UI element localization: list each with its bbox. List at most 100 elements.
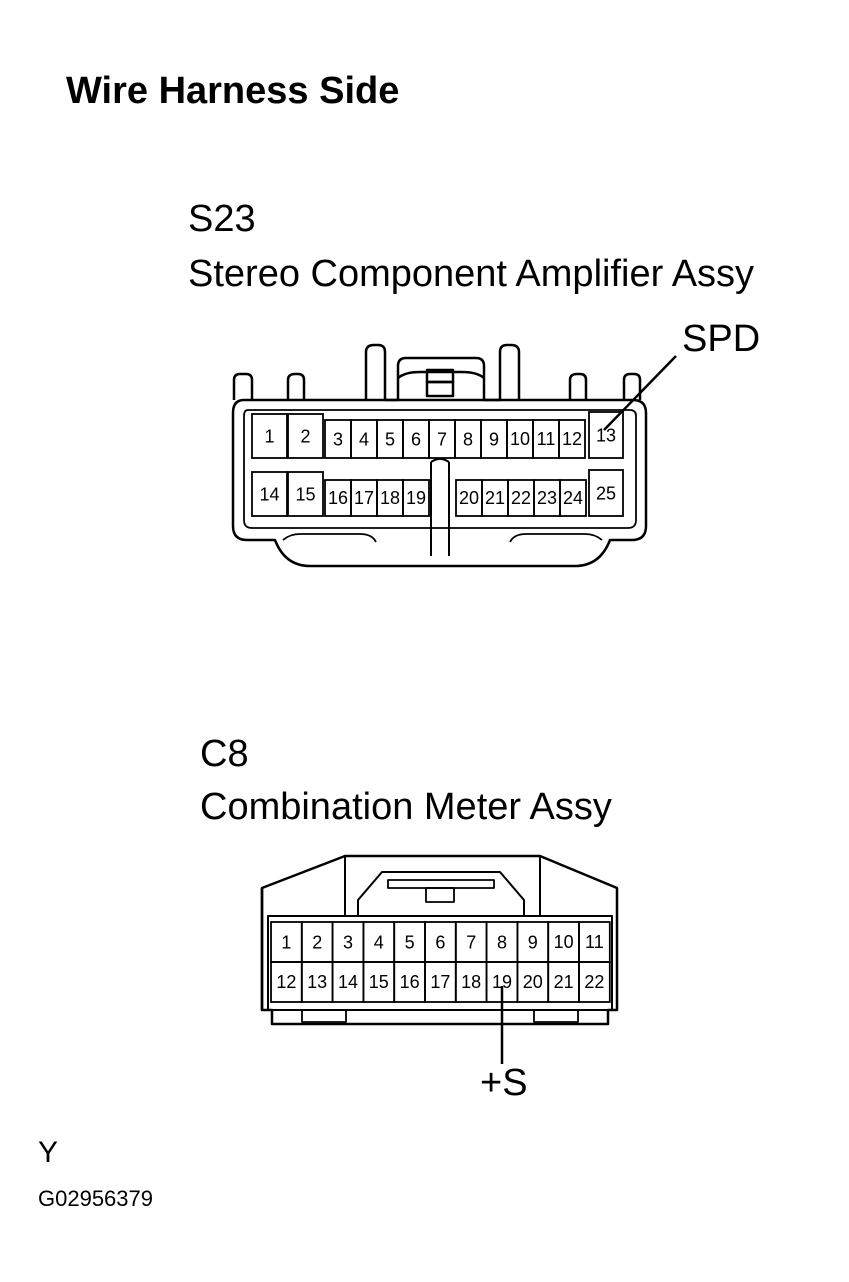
connector-s23-code: S23 (188, 198, 256, 240)
pin-c8-3: 3 (331, 921, 365, 963)
svg-text:3: 3 (333, 429, 343, 449)
pin-s23-17: 17 (350, 479, 378, 517)
callout-spd-leader (603, 355, 677, 431)
svg-text:6: 6 (411, 429, 421, 449)
pin-c8-9: 9 (516, 921, 550, 963)
svg-text:8: 8 (497, 932, 507, 952)
svg-text:10: 10 (554, 932, 574, 952)
svg-text:9: 9 (528, 932, 538, 952)
svg-text:24: 24 (563, 488, 583, 508)
svg-text:2: 2 (300, 426, 310, 446)
pin-s23-21: 21 (481, 479, 509, 517)
pin-c8-17: 17 (424, 961, 457, 1003)
pin-s23-22: 22 (507, 479, 535, 517)
svg-text:6: 6 (435, 932, 445, 952)
pin-c8-14: 14 (331, 961, 365, 1003)
pin-s23-15: 15 (287, 471, 324, 517)
pin-s23-16: 16 (324, 479, 352, 517)
pin-c8-1: 1 (270, 921, 303, 963)
pin-s23-25: 25 (588, 469, 624, 517)
svg-text:16: 16 (400, 972, 420, 992)
connector-c8-name: Combination Meter Assy (200, 786, 612, 828)
svg-text:11: 11 (537, 429, 556, 449)
pin-s23-19: 19 (402, 479, 430, 517)
pin-s23-13: 13 (588, 411, 624, 459)
pin-s23-23: 23 (533, 479, 561, 517)
pin-c8-8: 8 (485, 921, 519, 963)
svg-text:11: 11 (585, 932, 604, 952)
diagram-title: Wire Harness Side (66, 70, 400, 112)
svg-text:4: 4 (374, 932, 384, 952)
pin-c8-7: 7 (454, 921, 488, 963)
svg-text:13: 13 (307, 972, 327, 992)
svg-text:1: 1 (264, 426, 274, 446)
svg-text:5: 5 (385, 429, 395, 449)
svg-text:5: 5 (405, 932, 415, 952)
pin-c8-16: 16 (393, 961, 426, 1003)
pin-s23-18: 18 (376, 479, 404, 517)
svg-text:23: 23 (537, 488, 557, 508)
pin-s23-24: 24 (559, 479, 587, 517)
svg-text:25: 25 (596, 483, 616, 503)
svg-text:4: 4 (359, 429, 369, 449)
pin-c8-18: 18 (454, 961, 488, 1003)
view-letter: Y (38, 1136, 59, 1169)
callout-s-label: +S (480, 1062, 528, 1104)
svg-text:20: 20 (459, 488, 479, 508)
svg-text:7: 7 (466, 932, 476, 952)
svg-text:10: 10 (510, 429, 530, 449)
svg-text:22: 22 (511, 488, 531, 508)
svg-text:19: 19 (406, 488, 426, 508)
pin-c8-10: 10 (547, 921, 580, 963)
svg-text:22: 22 (584, 972, 604, 992)
pin-c8-6: 6 (424, 921, 457, 963)
pin-s23-6: 6 (402, 419, 430, 459)
pin-c8-21: 21 (547, 961, 580, 1003)
figure-id: G02956379 (38, 1186, 153, 1211)
pin-s23-3: 3 (324, 419, 352, 459)
pin-c8-11: 11 (578, 921, 611, 963)
svg-text:16: 16 (328, 488, 348, 508)
svg-text:14: 14 (259, 484, 279, 504)
pin-c8-13: 13 (300, 961, 334, 1003)
pin-s23-11: 11 (532, 419, 560, 459)
svg-text:7: 7 (437, 429, 447, 449)
pin-s23-8: 8 (454, 419, 482, 459)
pin-c8-22: 22 (578, 961, 611, 1003)
svg-text:8: 8 (463, 429, 473, 449)
pin-c8-5: 5 (393, 921, 426, 963)
connector-c8-housing (260, 854, 619, 1026)
pin-s23-5: 5 (376, 419, 404, 459)
svg-text:21: 21 (554, 972, 574, 992)
pin-c8-4: 4 (362, 921, 396, 963)
svg-text:18: 18 (461, 972, 481, 992)
callout-spd-label: SPD (682, 318, 761, 360)
svg-text:18: 18 (380, 488, 400, 508)
pin-s23-1: 1 (251, 413, 288, 459)
svg-text:1: 1 (281, 932, 291, 952)
pin-s23-2: 2 (287, 413, 324, 459)
pin-c8-15: 15 (362, 961, 396, 1003)
pin-s23-9: 9 (480, 419, 508, 459)
svg-text:19: 19 (492, 972, 512, 992)
pin-s23-14: 14 (251, 471, 288, 517)
svg-text:15: 15 (369, 972, 389, 992)
svg-text:20: 20 (523, 972, 543, 992)
pin-s23-10: 10 (506, 419, 534, 459)
svg-text:2: 2 (312, 932, 322, 952)
pin-s23-20: 20 (455, 479, 483, 517)
svg-text:21: 21 (485, 488, 505, 508)
svg-text:14: 14 (338, 972, 358, 992)
connector-s23-name: Stereo Component Amplifier Assy (188, 253, 755, 295)
svg-text:15: 15 (295, 484, 315, 504)
pin-c8-2: 2 (300, 921, 334, 963)
svg-text:17: 17 (430, 972, 450, 992)
svg-text:17: 17 (354, 488, 374, 508)
pin-s23-7: 7 (428, 419, 456, 459)
pin-c8-12: 12 (270, 961, 303, 1003)
svg-text:3: 3 (343, 932, 353, 952)
pin-s23-4: 4 (350, 419, 378, 459)
